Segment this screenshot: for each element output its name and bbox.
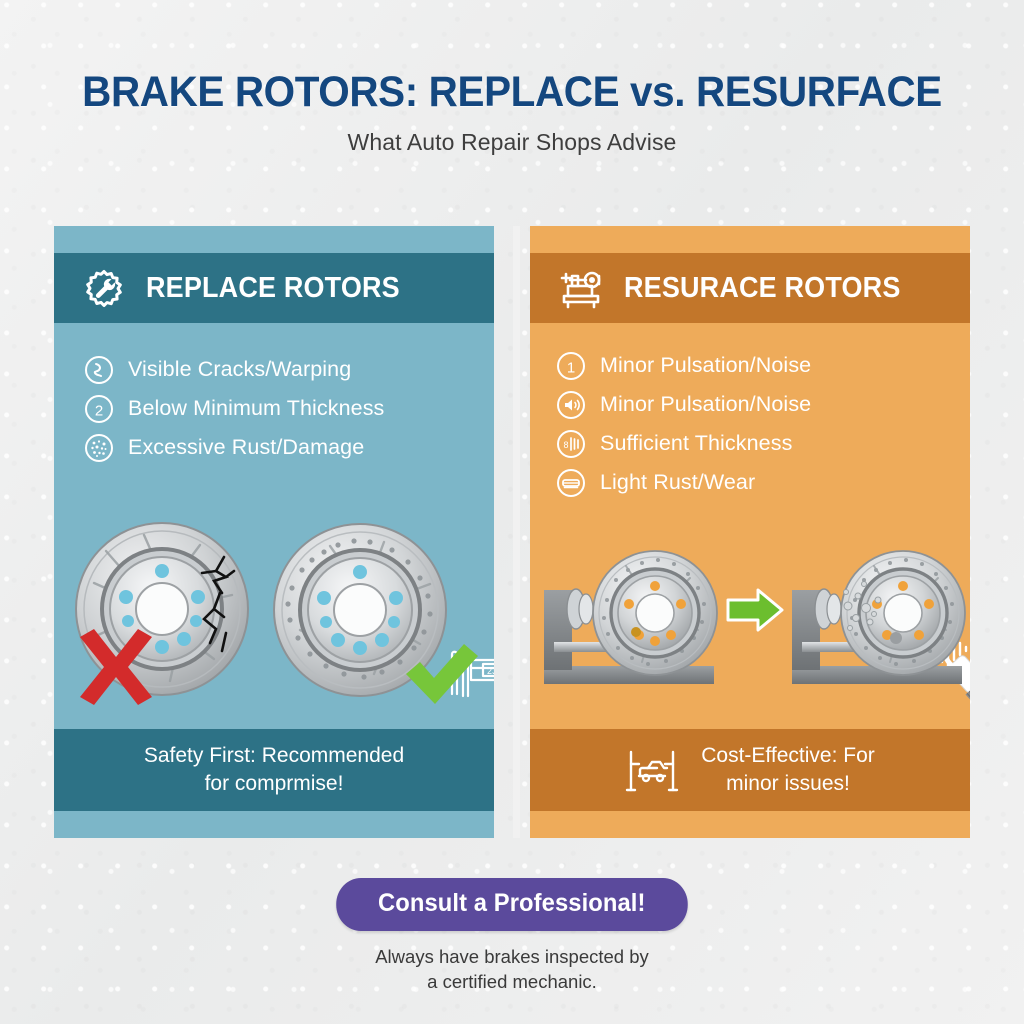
cracked-rotor xyxy=(75,522,249,696)
green-right-arrow xyxy=(726,588,784,632)
cta-section: Consult a Professional! Always have brak… xyxy=(0,878,1024,994)
list-item: 8 Sufficient Thickness xyxy=(556,424,916,463)
list-item-label: Light Rust/Wear xyxy=(600,470,756,494)
list-item: 2 Below Minimum Thickness xyxy=(84,389,444,428)
svg-text:1: 1 xyxy=(567,359,575,376)
svg-text:2: 2 xyxy=(95,402,103,419)
consult-professional-button[interactable]: Consult a Professional! xyxy=(336,878,688,931)
list-item: Minor Pulsation/Noise xyxy=(556,385,916,424)
rotor-side-circle-icon xyxy=(557,468,585,497)
red-x-mark xyxy=(80,629,152,705)
list-item-label: Below Minimum Thickness xyxy=(128,396,385,420)
list-item: Visible Cracks/Warping xyxy=(84,350,444,389)
resurface-header-band: RESURACE ROTORS xyxy=(530,253,970,323)
replace-header-band: REPLACE ROTORS xyxy=(54,253,494,323)
rotor-on-lathe-before xyxy=(544,550,718,684)
speaker-circle-icon xyxy=(557,390,585,419)
resurface-bullet-list: 1 Minor Pulsation/Noise Minor Pulsation/… xyxy=(556,346,916,502)
replace-bullet-list: Visible Cracks/Warping 2 Below Minimum T… xyxy=(84,350,444,467)
drilled-slotted-rotor xyxy=(273,523,447,697)
resurface-footer-text: Cost-Effective: For minor issues! xyxy=(701,744,875,795)
number-1-circle-icon: 1 xyxy=(557,351,585,380)
list-item: Excessive Rust/Damage xyxy=(84,428,444,467)
list-item-label: Visible Cracks/Warping xyxy=(128,357,352,381)
crack-circle-icon xyxy=(85,355,113,384)
rust-speckle-circle-icon xyxy=(85,433,113,462)
page-title: BRAKE ROTORS: REPLACE vs. RESURFACE xyxy=(82,68,942,116)
replace-footer-text: Safety First: Recommended for comprmise! xyxy=(143,744,405,795)
replace-footer-band: Safety First: Recommended for comprmise! xyxy=(54,729,494,811)
panel-resurface-rotors: RESURACE ROTORS 1 Minor Pulsation/Noise xyxy=(530,226,970,838)
gear-wrench-icon xyxy=(86,270,122,307)
rotor-on-lathe-after xyxy=(792,550,966,684)
replace-illustration xyxy=(54,504,494,719)
cta-note: Always have brakes inspected by a certif… xyxy=(375,946,649,992)
svg-text:23: 23 xyxy=(487,666,494,676)
resurface-illustration xyxy=(530,518,970,718)
list-item-label: Excessive Rust/Damage xyxy=(128,435,365,459)
header: BRAKE ROTORS: REPLACE vs. RESURFACE What… xyxy=(0,68,1024,156)
page-subtitle: What Auto Repair Shops Advise xyxy=(347,129,677,155)
list-item-label: Minor Pulsation/Noise xyxy=(600,392,812,416)
number-2-circle-icon: 2 xyxy=(85,394,113,423)
replace-header-title: REPLACE ROTORS xyxy=(146,271,400,304)
thickness-gauge-circle-icon: 8 xyxy=(557,429,585,458)
list-item: Light Rust/Wear xyxy=(556,463,916,502)
list-item-label: Minor Pulsation/Noise xyxy=(600,353,812,377)
list-item-label: Sufficient Thickness xyxy=(600,431,793,455)
comparison-panels: REPLACE ROTORS Visible Cracks/Warping 2 … xyxy=(54,226,970,838)
resurface-footer-band: Cost-Effective: For minor issues! xyxy=(530,729,970,811)
brake-lathe-icon xyxy=(560,271,601,309)
svg-text:8: 8 xyxy=(563,440,568,450)
panel-replace-rotors: REPLACE ROTORS Visible Cracks/Warping 2 … xyxy=(54,226,494,838)
list-item: 1 Minor Pulsation/Noise xyxy=(556,346,916,385)
green-check-mark xyxy=(406,644,478,704)
car-lift-icon xyxy=(626,750,679,792)
panel-divider xyxy=(513,226,520,838)
resurface-header-title: RESURACE ROTORS xyxy=(624,271,901,304)
